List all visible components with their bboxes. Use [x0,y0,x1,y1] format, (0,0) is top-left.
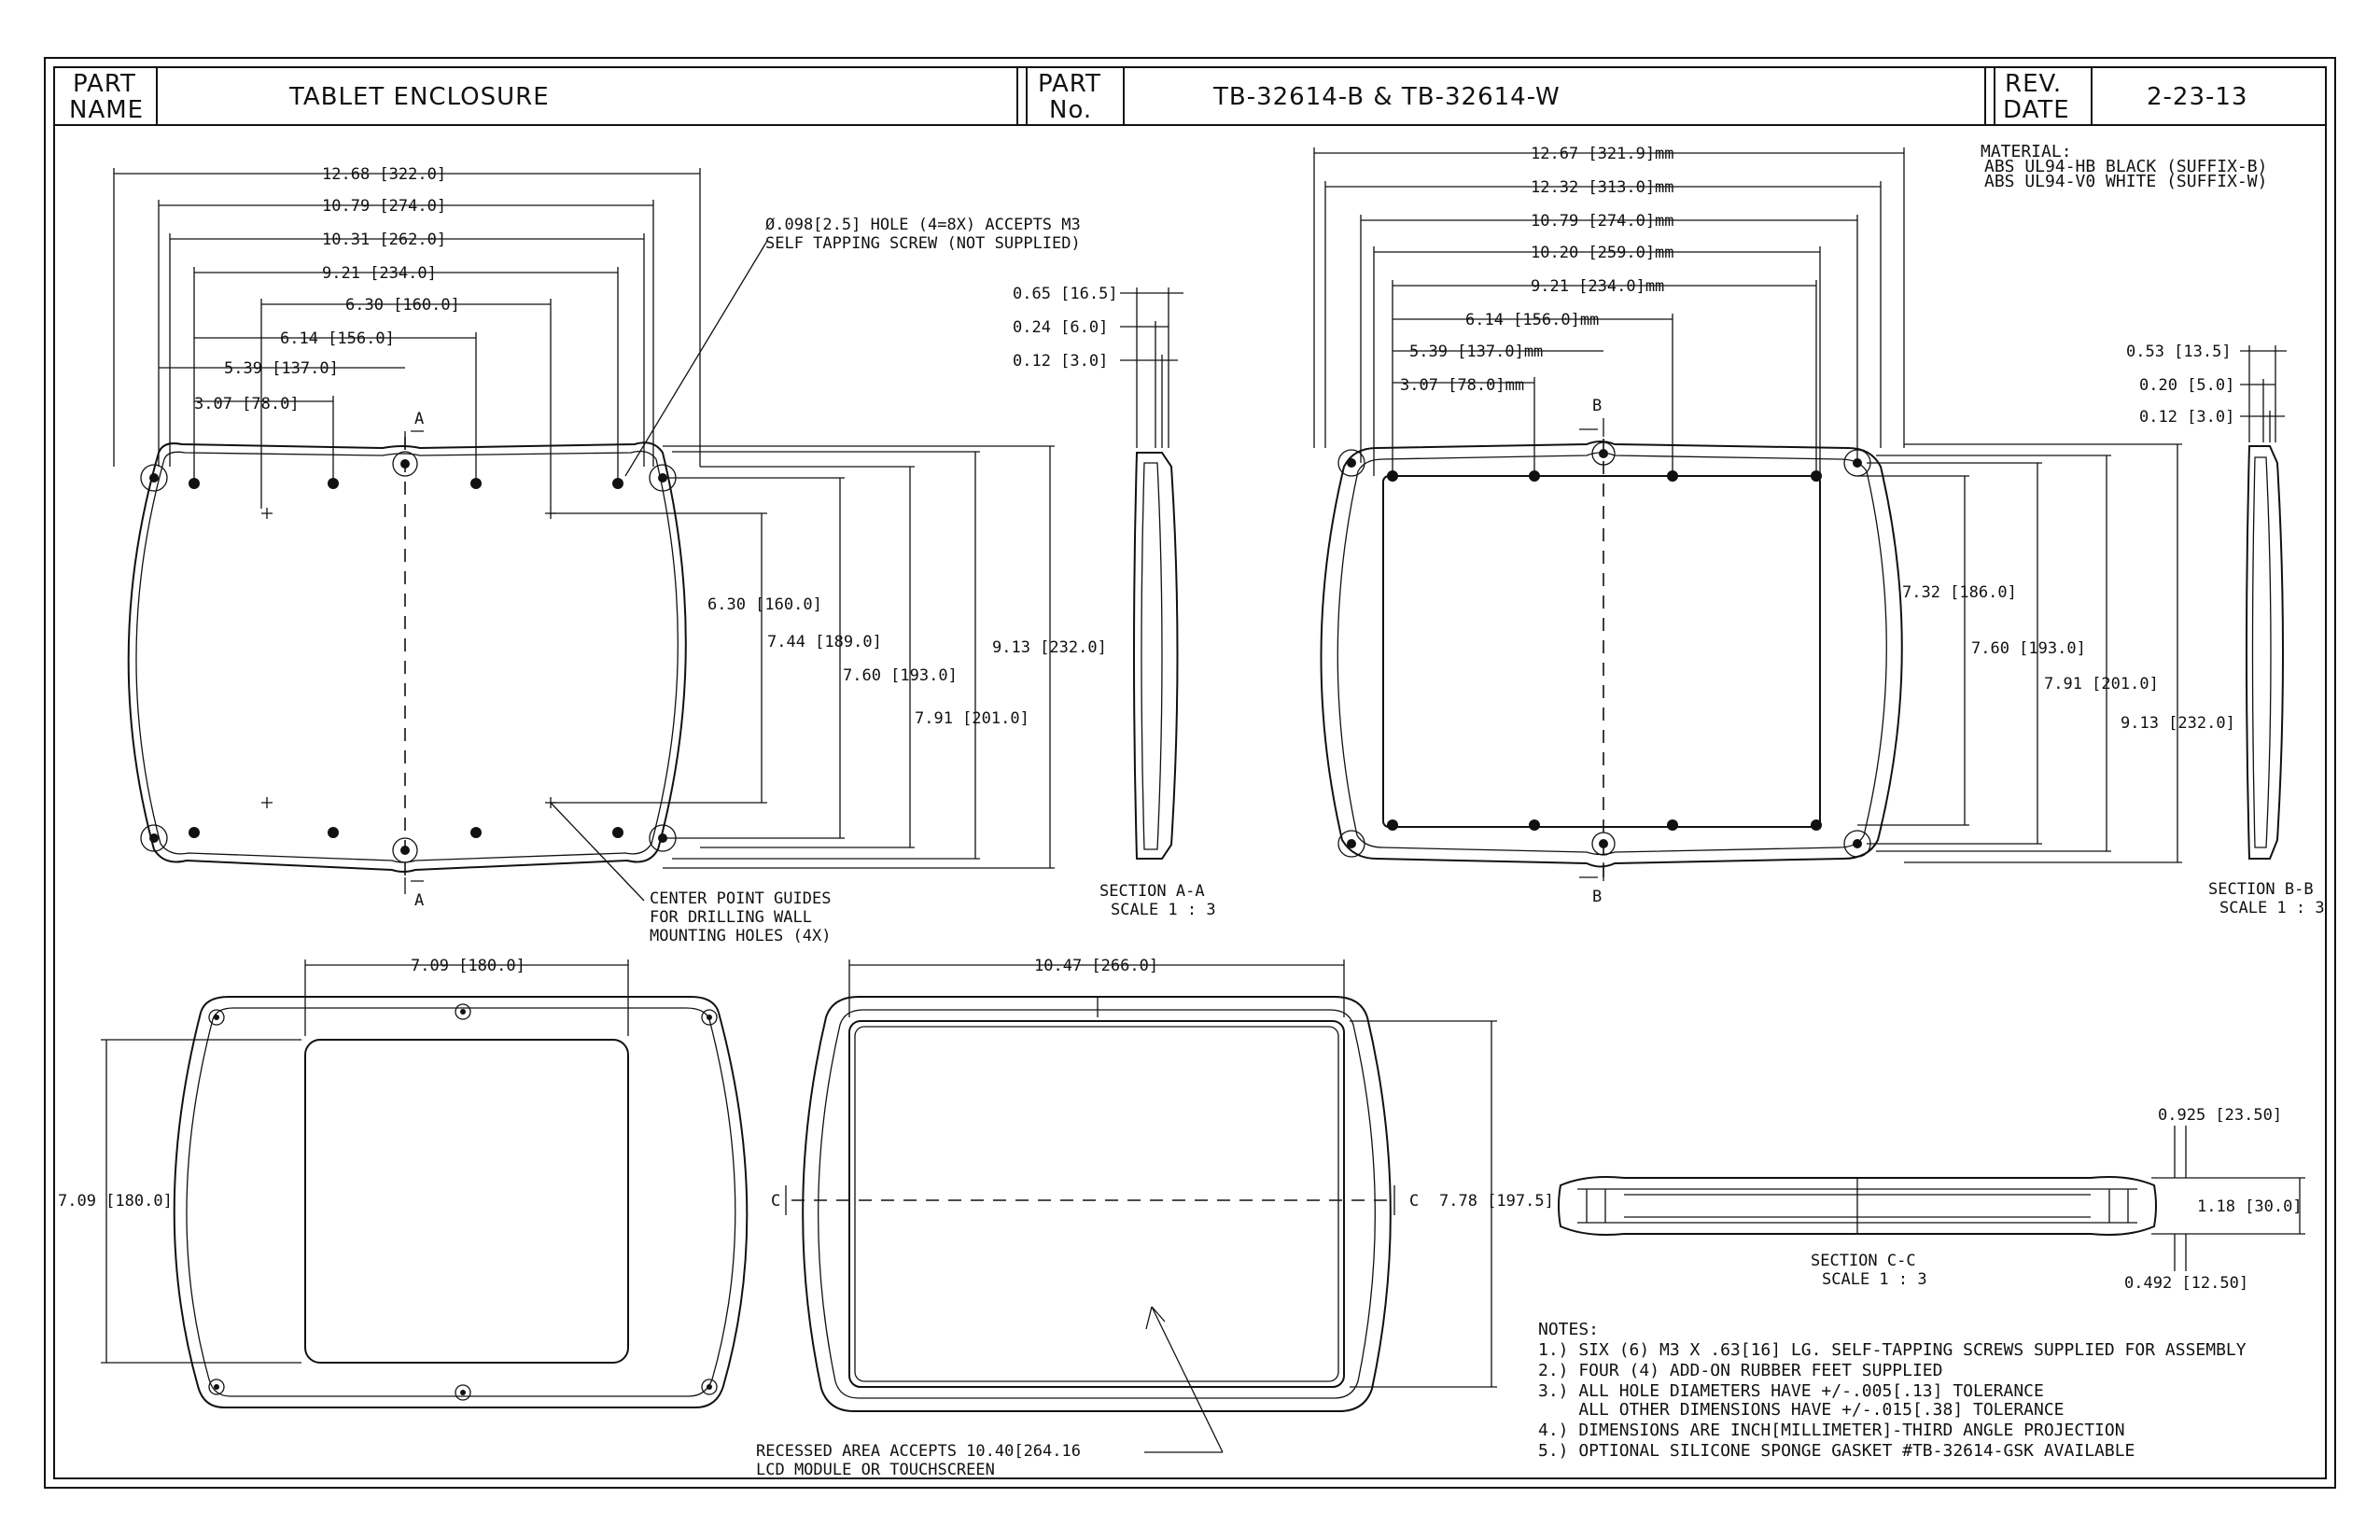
section-mark-a-bottom: A [414,891,424,910]
view-bottom-left: 7.09 [180.0] 7.09 [180.0] [58,957,749,1408]
section-cc-scale: SCALE 1 : 3 [1822,1270,1927,1289]
dim-aa-3: 0.12 [3.0] [1013,352,1108,371]
dim-v4-height: 7.78 [197.5] [1439,1192,1554,1211]
section-aa-label: SECTION A-A [1099,882,1205,901]
center-note-2: FOR DRILLING WALL [650,908,812,927]
dim-v2-v-3: 7.91 [201.0] [2044,675,2159,693]
dim-v1-v-2: 7.44 [189.0] [767,633,882,651]
section-b-b: 0.53 [13.5] 0.20 [5.0] 0.12 [3.0] SECTIO… [2126,343,2325,917]
part-name-label-2: NAME [69,96,144,124]
part-no-label-1: PART [1038,70,1101,98]
section-bb-label: SECTION B-B [2208,880,2314,899]
dim-v2-v-1: 7.32 [186.0] [1902,583,2017,602]
dim-v3-height: 7.09 [180.0] [58,1192,173,1211]
dim-cc-1: 0.925 [23.50] [2158,1106,2282,1125]
dim-v2-v-2: 7.60 [193.0] [1971,639,2086,658]
section-aa-scale: SCALE 1 : 3 [1111,901,1216,919]
rev-label-1: REV. [2005,70,2062,98]
dim-cc-3: 0.492 [12.50] [2124,1274,2248,1293]
dim-v2-h-8: 3.07 [78.0]mm [1400,376,1524,395]
note-line: 5.) OPTIONAL SILICONE SPONGE GASKET #TB-… [1538,1441,2135,1461]
part-name: TABLET ENCLOSURE [288,83,550,111]
hole-note-1: Ø.098[2.5] HOLE (4=8X) ACCEPTS M3 [765,216,1081,234]
section-cc-label: SECTION C-C [1811,1252,1916,1270]
center-note-1: CENTER POINT GUIDES [650,889,831,908]
dim-v1-h-6: 6.14 [156.0] [280,329,395,348]
dim-v2-v-4: 9.13 [232.0] [2121,714,2235,733]
view-back: 12.68 [322.0] 10.79 [274.0] 10.31 [262.0… [113,165,1107,945]
rev-label-2: DATE [2003,96,2070,124]
dim-v2-h-4: 10.20 [259.0]mm [1531,244,1674,262]
note-line: 4.) DIMENSIONS ARE INCH[MILLIMETER]-THIR… [1538,1421,2125,1440]
section-mark-b-top: B [1592,397,1602,415]
part-name-label-1: PART [73,70,136,98]
section-bb-scale: SCALE 1 : 3 [2219,899,2325,917]
outer-border [44,57,2336,1489]
notes-heading: NOTES: [1538,1320,1599,1339]
dim-v2-h-2: 12.32 [313.0]mm [1531,178,1674,197]
part-number: TB-32614-B & TB-32614-W [1212,83,1561,111]
part-no-label-2: No. [1049,96,1092,124]
dim-v1-h-7: 5.39 [137.0] [224,359,339,378]
dim-v1-v-5: 9.13 [232.0] [992,638,1107,657]
note-line: 2.) FOUR (4) ADD-ON RUBBER FEET SUPPLIED [1538,1361,1942,1380]
dim-aa-2: 0.24 [6.0] [1013,318,1108,337]
dim-v3-width: 7.09 [180.0] [411,957,525,975]
material-heading: MATERIAL: [1981,142,2072,161]
dim-v2-h-7: 5.39 [137.0]mm [1409,343,1543,361]
inner-border [53,66,2327,1479]
dim-v1-v-4: 7.91 [201.0] [915,709,1029,728]
dim-v2-h-1: 12.67 [321.9]mm [1531,145,1674,163]
dim-v2-h-5: 9.21 [234.0]mm [1531,277,1664,296]
dim-v1-h-8: 3.07 [78.0] [194,395,300,413]
view-bottom-middle: 10.47 [266.0] 7.78 [197.5] C C RECESSED … [756,957,1554,1479]
dim-v1-v-3: 7.60 [193.0] [843,666,958,685]
dim-v2-h-3: 10.79 [274.0]mm [1531,212,1674,231]
section-mark-a-top: A [414,410,424,428]
dim-bb-3: 0.12 [3.0] [2139,408,2234,427]
section-mark-c-left: C [771,1192,780,1211]
note-line: ALL OTHER DIMENSIONS HAVE +/-.015[.38] T… [1538,1400,2065,1420]
notes-block: NOTES: 1.) SIX (6) M3 X .63[16] LG. SELF… [1538,1320,2247,1461]
dim-cc-2: 1.18 [30.0] [2197,1197,2303,1216]
material-line-2: ABS UL94-V0 WHITE (SUFFIX-W) [1984,172,2267,191]
section-a-a: 0.65 [16.5] 0.24 [6.0] 0.12 [3.0] SECTIO… [1013,285,1216,919]
recess-note-2: LCD MODULE OR TOUCHSCREEN [756,1461,995,1479]
dim-v2-h-6: 6.14 [156.0]mm [1465,311,1599,329]
view-front: 12.67 [321.9]mm 12.32 [313.0]mm 10.79 [2… [1313,145,2235,906]
dim-v1-v-1: 6.30 [160.0] [707,595,822,614]
note-line: 3.) ALL HOLE DIAMETERS HAVE +/-.005[.13]… [1538,1381,2044,1401]
section-mark-b-bottom: B [1592,888,1602,906]
rev-date: 2-23-13 [2147,83,2247,111]
material-line-1: ABS UL94-HB BLACK (SUFFIX-B) [1984,157,2267,176]
dim-v1-h-3: 10.31 [262.0] [322,231,446,249]
section-c-c: 0.925 [23.50] 1.18 [30.0] 0.492 [12.50] … [1558,1106,2305,1293]
dim-v1-h-2: 10.79 [274.0] [322,197,446,216]
recess-note-1: RECESSED AREA ACCEPTS 10.40[264.16 [756,1442,1081,1461]
note-line: 1.) SIX (6) M3 X .63[16] LG. SELF-TAPPIN… [1538,1340,2247,1360]
dim-v4-width: 10.47 [266.0] [1034,957,1158,975]
dim-aa-1: 0.65 [16.5] [1013,285,1118,303]
center-note-3: MOUNTING HOLES (4X) [650,927,831,945]
section-mark-c-right: C [1409,1192,1419,1211]
dim-bb-2: 0.20 [5.0] [2139,376,2234,395]
dim-v1-h-5: 6.30 [160.0] [345,296,460,315]
hole-note-2: SELF TAPPING SCREW (NOT SUPPLIED) [765,234,1081,253]
dim-v1-h-4: 9.21 [234.0] [322,264,437,283]
dim-bb-1: 0.53 [13.5] [2126,343,2232,361]
dim-v1-h-1: 12.68 [322.0] [322,165,446,184]
